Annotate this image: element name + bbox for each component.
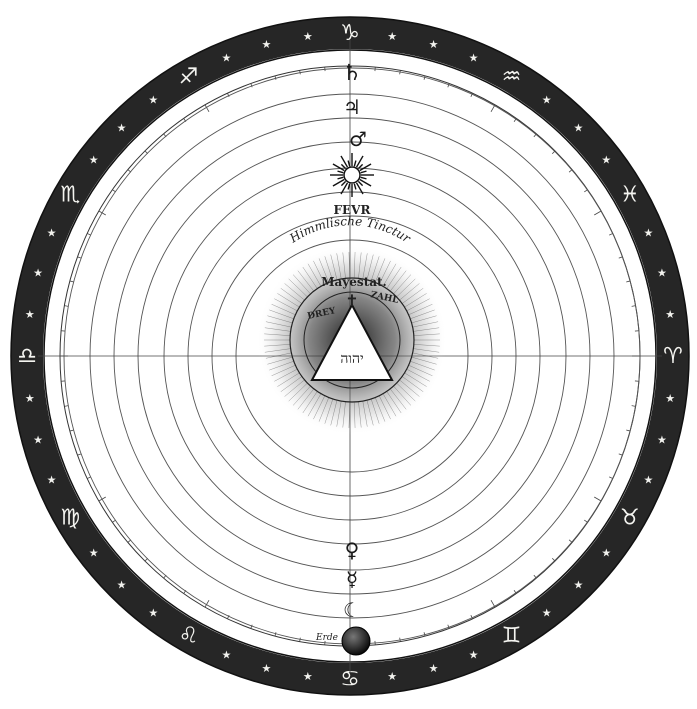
sun-icon xyxy=(330,153,374,197)
star-icon: ★ xyxy=(469,648,479,661)
degree-tick xyxy=(64,406,68,407)
aries-icon: ♈ xyxy=(663,344,683,369)
star-icon: ★ xyxy=(148,94,158,107)
star-icon: ★ xyxy=(542,606,552,619)
pisces-icon: ♓ xyxy=(620,183,640,208)
star-icon: ★ xyxy=(33,434,43,447)
sun-ray xyxy=(341,181,345,185)
star-icon: ★ xyxy=(643,474,653,487)
star-icon: ★ xyxy=(117,578,127,591)
degree-tick xyxy=(632,406,636,407)
star-icon: ★ xyxy=(657,266,667,279)
degree-tick xyxy=(626,281,630,282)
star-icon: ★ xyxy=(469,52,479,65)
degree-tick xyxy=(619,257,623,258)
sagittarius-icon: ♐ xyxy=(179,64,199,89)
saturn-icon: ♄ xyxy=(342,61,362,86)
gemini-icon: ♊ xyxy=(502,624,522,649)
aquarius-icon: ♒ xyxy=(502,64,522,89)
star-icon: ★ xyxy=(261,662,271,675)
libra-icon: ♎ xyxy=(17,344,37,369)
star-icon: ★ xyxy=(665,308,675,321)
taurus-icon: ♉ xyxy=(620,506,640,531)
earth-icon xyxy=(342,627,370,655)
sun-ray xyxy=(354,161,356,167)
star-icon: ★ xyxy=(148,606,158,619)
mars-icon: ♂ xyxy=(349,127,367,151)
star-icon: ★ xyxy=(643,226,653,239)
star-icon: ★ xyxy=(429,662,439,675)
jupiter-icon: ♃ xyxy=(343,95,361,119)
degree-tick xyxy=(70,281,74,282)
label-earth: Erde xyxy=(315,633,338,643)
sun-ray xyxy=(361,177,367,179)
sun-ray xyxy=(338,171,344,173)
star-icon: ★ xyxy=(117,122,127,135)
sun-ray xyxy=(361,171,367,173)
label-fire: FEVR xyxy=(334,203,372,217)
star-icon: ★ xyxy=(33,266,43,279)
star-icon: ★ xyxy=(47,226,57,239)
star-icon: ★ xyxy=(47,474,57,487)
star-icon: ★ xyxy=(573,122,583,135)
degree-tick xyxy=(619,454,623,455)
venus-icon: ♀ xyxy=(345,538,360,562)
sun-ray xyxy=(348,184,350,190)
degree-tick xyxy=(64,306,68,307)
star-icon: ★ xyxy=(429,38,439,51)
cross-symbol: ✝ xyxy=(345,291,358,310)
degree-tick xyxy=(77,454,81,455)
star-icon: ★ xyxy=(221,648,231,661)
star-icon: ★ xyxy=(25,392,35,405)
degree-tick xyxy=(594,497,601,501)
sun-ray xyxy=(338,177,344,179)
virgo-icon: ♍ xyxy=(60,506,80,531)
star-icon: ★ xyxy=(665,392,675,405)
star-icon: ★ xyxy=(542,94,552,107)
star-icon: ★ xyxy=(303,670,313,683)
star-icon: ★ xyxy=(25,308,35,321)
sun-ray xyxy=(354,184,356,190)
sun-ray xyxy=(348,161,350,167)
degree-tick xyxy=(632,306,636,307)
leo-icon: ♌ xyxy=(179,624,199,649)
label-majesty: Mayestat. xyxy=(321,275,386,289)
star-icon: ★ xyxy=(387,670,397,683)
star-icon: ★ xyxy=(387,30,397,43)
degree-tick xyxy=(77,257,81,258)
star-icon: ★ xyxy=(303,30,313,43)
star-icon: ★ xyxy=(261,38,271,51)
mercury-icon: ☿ xyxy=(346,567,358,591)
star-icon: ★ xyxy=(221,52,231,65)
degree-tick xyxy=(626,430,630,431)
moon-icon: ☾ xyxy=(343,598,361,622)
sun-ray xyxy=(358,181,362,185)
divine-name: יהוה xyxy=(340,351,363,367)
star-icon: ★ xyxy=(89,153,99,166)
star-icon: ★ xyxy=(573,578,583,591)
star-icon: ★ xyxy=(601,153,611,166)
star-icon: ★ xyxy=(601,547,611,560)
scorpio-icon: ♏ xyxy=(60,183,80,208)
star-icon: ★ xyxy=(657,434,667,447)
star-icon: ★ xyxy=(89,547,99,560)
degree-tick xyxy=(70,430,74,431)
degree-tick xyxy=(594,211,601,215)
